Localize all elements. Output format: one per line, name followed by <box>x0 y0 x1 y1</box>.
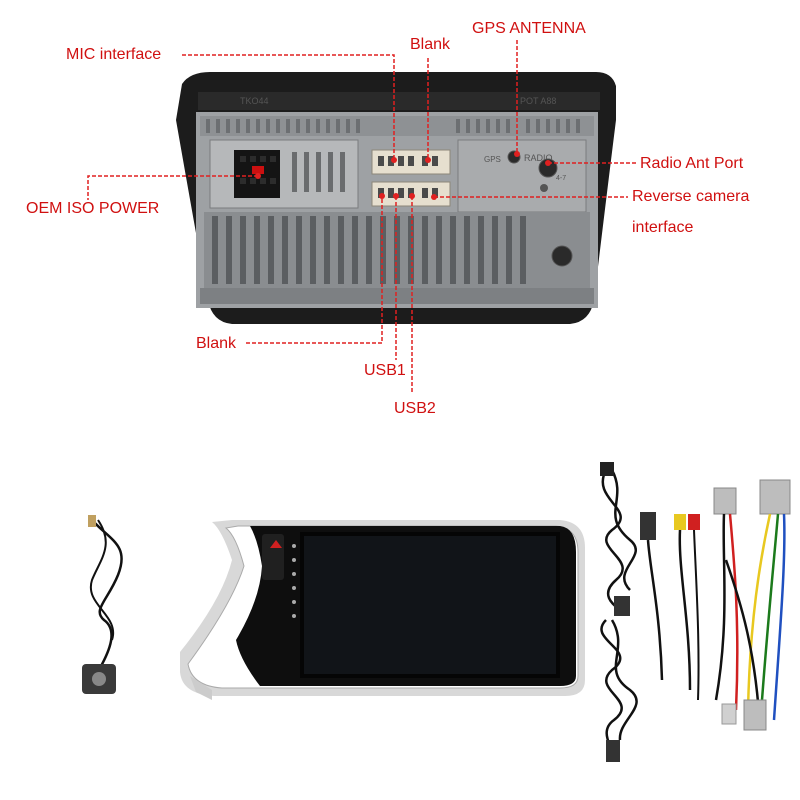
svg-text:TKO44: TKO44 <box>240 96 269 106</box>
rca-cable-icon <box>640 512 700 701</box>
radio-port <box>538 158 558 178</box>
gps-antenna-icon <box>82 515 123 694</box>
label-blank-top: Blank <box>410 36 451 53</box>
svg-text:4-7: 4-7 <box>556 175 566 182</box>
label-usb2: USB2 <box>394 400 436 417</box>
svg-text:POT A88: POT A88 <box>520 96 556 106</box>
svg-text:GPS: GPS <box>484 155 501 164</box>
label-blank-bottom: Blank <box>196 335 237 352</box>
top-vents <box>200 116 594 136</box>
head-unit-icon <box>180 520 585 700</box>
label-reverse-camera-interface: interface <box>632 219 694 236</box>
svg-text:RADIO: RADIO <box>524 153 553 163</box>
callout-lines <box>87 40 636 394</box>
usb-cable-icon <box>600 462 638 762</box>
rear-panel: TKO44 POT A88 <box>176 72 616 324</box>
callout-dots <box>255 151 551 200</box>
heatsink <box>204 212 590 288</box>
label-reverse-camera: Reverse camera <box>632 188 750 205</box>
label-mic-interface: MIC interface <box>66 46 162 63</box>
label-radio-ant-port: Radio Ant Port <box>640 155 744 172</box>
mic-blank-connectors <box>371 149 451 175</box>
label-usb1: USB1 <box>364 362 406 379</box>
label-oem-iso-power: OEM ISO POWER <box>26 200 160 217</box>
label-gps-antenna: GPS ANTENNA <box>472 20 586 37</box>
wiring-harness-icon <box>713 479 791 731</box>
